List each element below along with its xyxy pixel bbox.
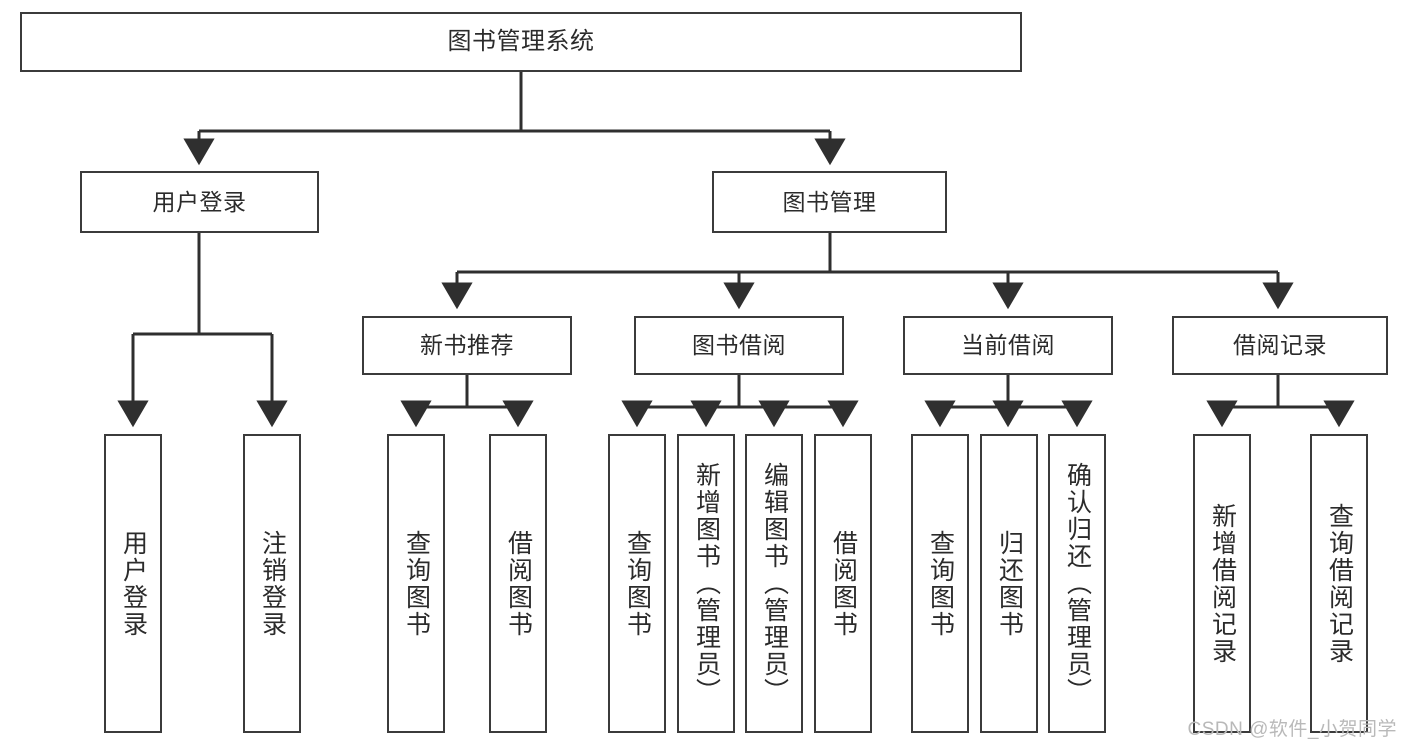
- node-user-login[interactable]: 用户登录: [80, 171, 319, 233]
- node-leaf-newbook-query-book[interactable]: 查询图书: [387, 434, 445, 733]
- node-leaf-current-confirm-return-label: 确认归还（管理员）: [1063, 462, 1092, 705]
- node-root-system[interactable]: 图书管理系统: [20, 12, 1022, 72]
- node-leaf-newbook-borrow-book[interactable]: 借阅图书: [489, 434, 547, 733]
- node-leaf-current-confirm-return[interactable]: 确认归还（管理员）: [1048, 434, 1106, 733]
- node-book-borrow-label: 图书借阅: [692, 332, 786, 359]
- node-borrow-record[interactable]: 借阅记录: [1172, 316, 1388, 375]
- node-leaf-borrow-query-book[interactable]: 查询图书: [608, 434, 666, 733]
- node-book-borrow[interactable]: 图书借阅: [634, 316, 844, 375]
- node-leaf-record-add-label: 新增借阅记录: [1208, 502, 1237, 665]
- node-leaf-current-query-book[interactable]: 查询图书: [911, 434, 969, 733]
- node-leaf-user-login[interactable]: 用户登录: [104, 434, 162, 733]
- node-leaf-borrow-add-book[interactable]: 新增图书（管理员）: [677, 434, 735, 733]
- node-new-book-recommend[interactable]: 新书推荐: [362, 316, 572, 375]
- node-leaf-record-query-label: 查询借阅记录: [1325, 502, 1354, 665]
- node-leaf-borrow-query-book-label: 查询图书: [623, 529, 652, 638]
- node-leaf-user-logout-label: 注销登录: [258, 529, 287, 638]
- node-new-book-recommend-label: 新书推荐: [420, 332, 514, 359]
- node-leaf-newbook-query-book-label: 查询图书: [402, 529, 431, 638]
- node-leaf-newbook-borrow-book-label: 借阅图书: [504, 529, 533, 638]
- node-leaf-user-logout[interactable]: 注销登录: [243, 434, 301, 733]
- node-current-borrow[interactable]: 当前借阅: [903, 316, 1113, 375]
- node-leaf-borrow-edit-book[interactable]: 编辑图书（管理员）: [745, 434, 803, 733]
- node-leaf-current-query-book-label: 查询图书: [926, 529, 955, 638]
- node-leaf-borrow-edit-book-label: 编辑图书（管理员）: [760, 462, 789, 705]
- node-leaf-record-add[interactable]: 新增借阅记录: [1193, 434, 1251, 733]
- node-leaf-record-query[interactable]: 查询借阅记录: [1310, 434, 1368, 733]
- node-leaf-borrow-lend-book[interactable]: 借阅图书: [814, 434, 872, 733]
- node-leaf-borrow-lend-book-label: 借阅图书: [829, 529, 858, 638]
- node-current-borrow-label: 当前借阅: [961, 332, 1055, 359]
- node-leaf-current-return-book[interactable]: 归还图书: [980, 434, 1038, 733]
- node-book-management-label: 图书管理: [782, 188, 877, 215]
- csdn-watermark: CSDN @软件_小贺同学: [1187, 719, 1397, 740]
- node-user-login-label: 用户登录: [152, 188, 247, 215]
- node-leaf-borrow-add-book-label: 新增图书（管理员）: [692, 462, 721, 705]
- node-leaf-user-login-label: 用户登录: [119, 529, 148, 638]
- node-book-management[interactable]: 图书管理: [712, 171, 947, 233]
- node-root-system-label: 图书管理系统: [447, 28, 595, 56]
- node-borrow-record-label: 借阅记录: [1233, 332, 1327, 359]
- node-leaf-current-return-book-label: 归还图书: [995, 529, 1024, 638]
